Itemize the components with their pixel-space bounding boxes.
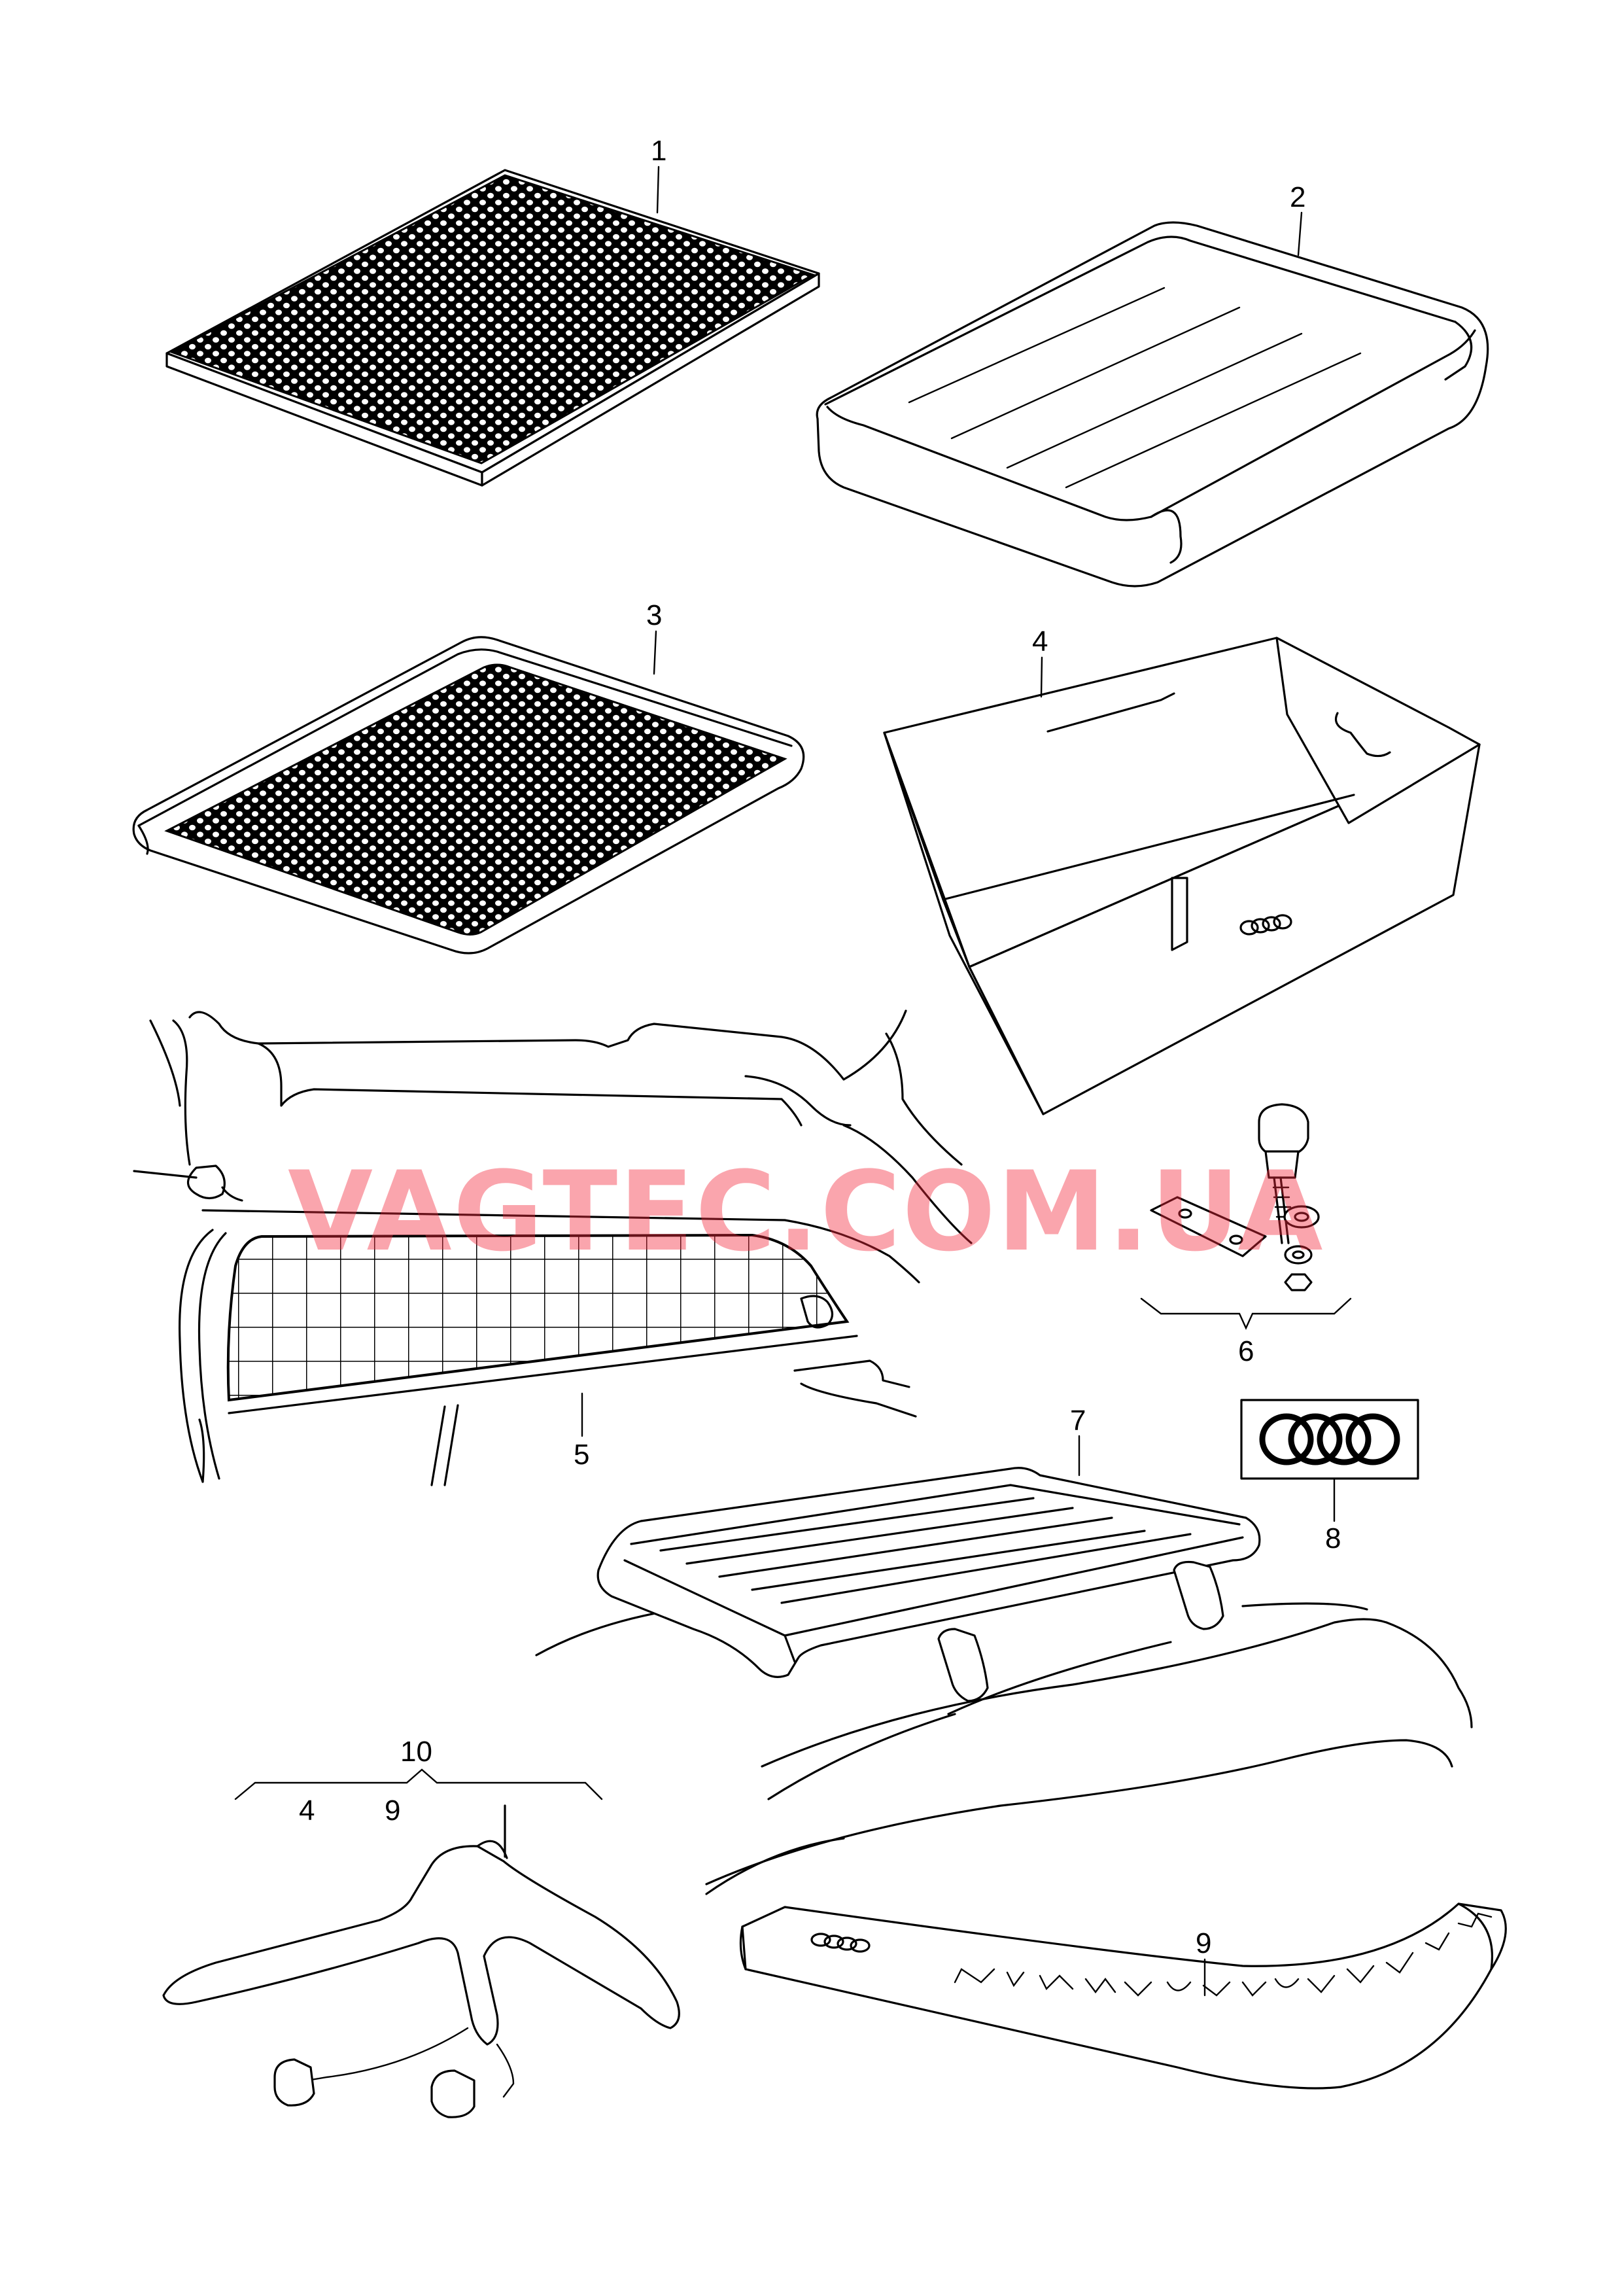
callout-10: 10 (400, 1736, 432, 1768)
part-3-tray-with-mat (132, 630, 805, 955)
leader-4 (1040, 656, 1043, 698)
part-2-boot-tray (816, 211, 1489, 587)
callout-6: 6 (1238, 1335, 1254, 1367)
bracket-6 (1140, 1297, 1352, 1330)
callout-2: 2 (1290, 181, 1305, 213)
leader-1 (656, 166, 660, 214)
callout-9: 9 (1196, 1927, 1211, 1959)
bracket-10 (234, 1768, 603, 1800)
callout-4: 4 (1032, 625, 1048, 657)
part-8-emblem (1240, 1399, 1419, 1522)
part-1-rubber-mat (165, 166, 820, 487)
audi-rings-logo (1259, 1413, 1400, 1465)
audi-rings-logo-small (1239, 914, 1292, 936)
callout-3: 3 (646, 599, 662, 631)
part-5-luggage-grille (133, 1009, 973, 1486)
audi-rings-logo-small (810, 1933, 871, 1953)
watermark-text: VAGTEC.COM.UA (288, 1148, 1324, 1276)
callout-labels: 1 2 3 4 5 6 7 8 9 10 4 9 (299, 135, 1341, 1959)
callout-1: 1 (651, 135, 666, 167)
callout-7: 7 (1070, 1405, 1086, 1437)
part-4-storage-box (883, 637, 1481, 1115)
leader-2 (1297, 211, 1303, 256)
callout-5: 5 (574, 1439, 589, 1471)
callout-10-sub-4: 4 (299, 1795, 315, 1827)
callout-10-sub-9: 9 (385, 1795, 400, 1827)
callout-8: 8 (1325, 1522, 1341, 1554)
part-6-fastening-kit (1140, 1103, 1352, 1330)
leader-3 (653, 630, 657, 675)
part-10-coat-hanger (162, 1768, 680, 2118)
part-9-load-edge-protection (705, 1837, 1507, 2090)
part-7-roof-basket (535, 1435, 1473, 1885)
